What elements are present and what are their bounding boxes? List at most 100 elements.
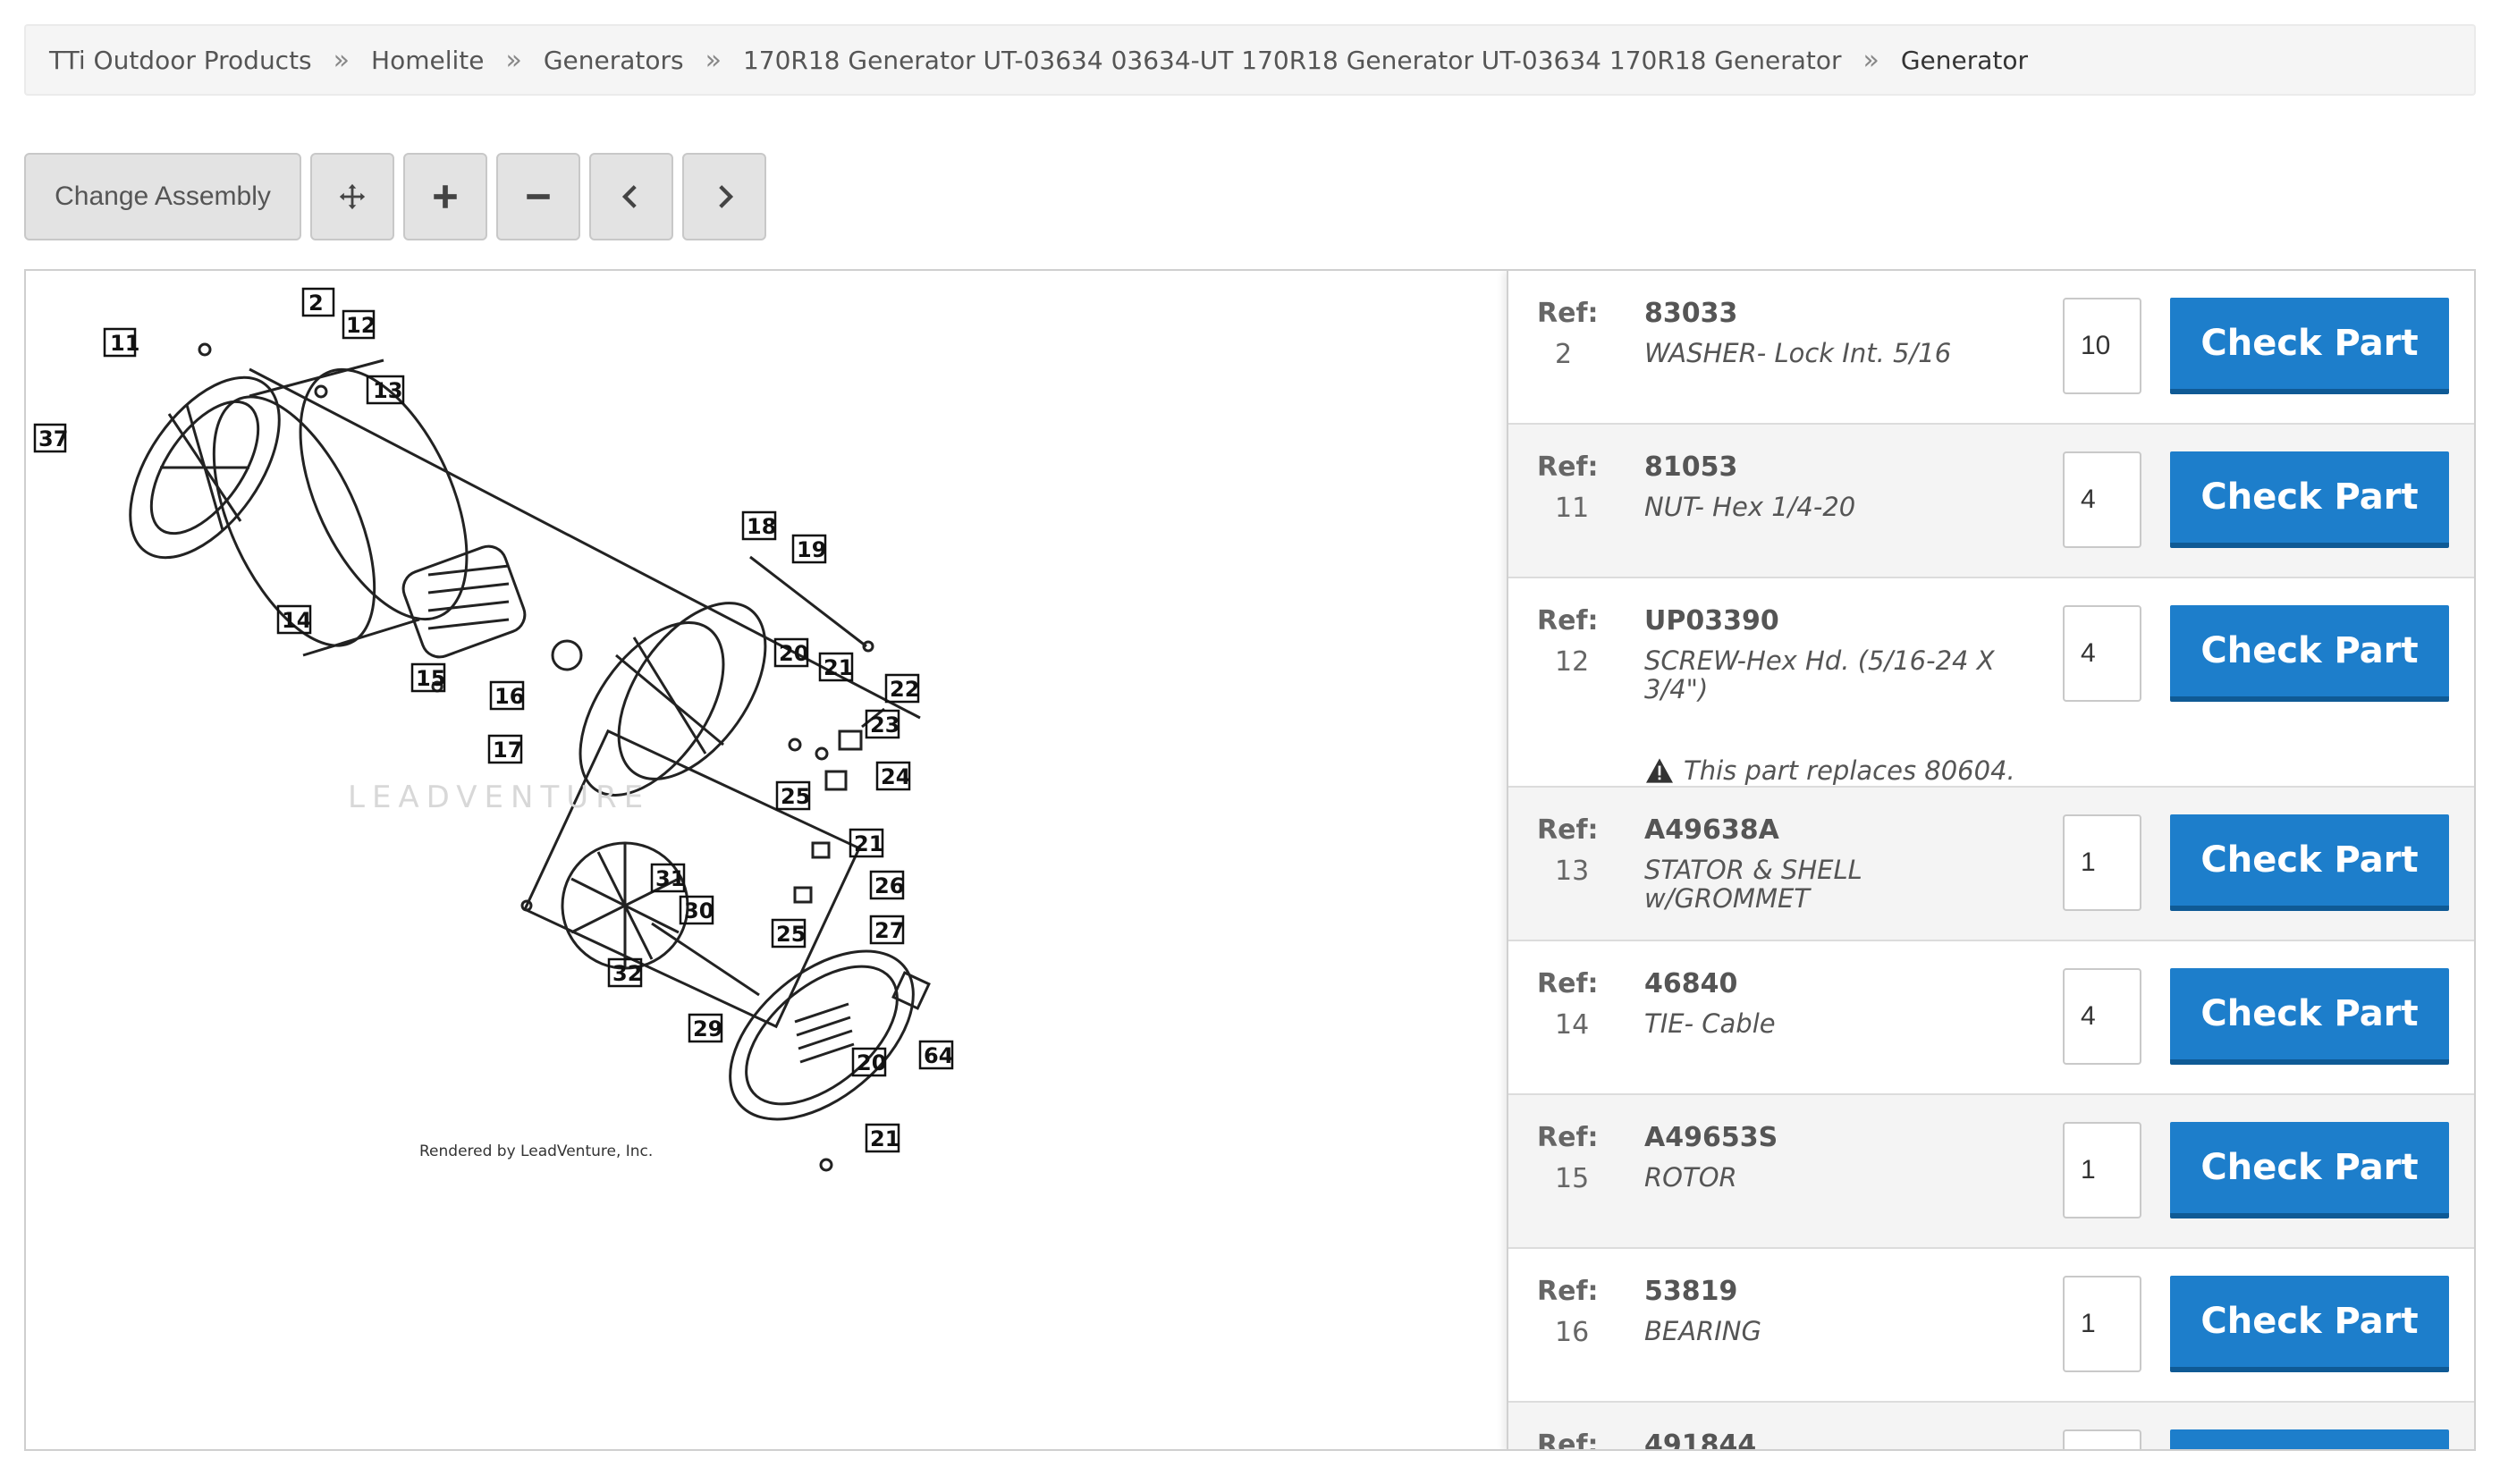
replacement-note-text: This part replaces 80604. xyxy=(1684,755,2015,786)
callout-label[interactable]: 20 xyxy=(857,1050,886,1075)
breadcrumb: TTi Outdoor Products » Homelite » Genera… xyxy=(24,24,2476,96)
callout-label[interactable]: 25 xyxy=(776,922,806,947)
callout-label[interactable]: 20 xyxy=(779,641,808,666)
callout-label[interactable]: 14 xyxy=(282,608,311,633)
part-row: Ref: 13 A49638A STATOR & SHELL w/GROMMET… xyxy=(1508,788,2474,941)
move-icon xyxy=(339,183,366,210)
diagram-credit: Rendered by LeadVenture, Inc. xyxy=(419,1143,653,1160)
exploded-diagram[interactable]: 2 11 12 13 37 14 15 16 17 18 19 20 21 22… xyxy=(26,271,1510,1449)
part-row: Ref: 12 UP03390 SCREW-Hex Hd. (5/16-24 X… xyxy=(1508,578,2474,788)
callout-label[interactable]: 32 xyxy=(612,961,642,986)
ref-label: Ref: xyxy=(1537,605,1599,637)
part-row: Ref: 16 53819 BEARING Check Part xyxy=(1508,1249,2474,1403)
ref-number: 16 xyxy=(1555,1317,1590,1348)
quantity-input[interactable] xyxy=(2063,298,2141,394)
callout-label[interactable]: 21 xyxy=(870,1126,899,1151)
callout-label[interactable]: 21 xyxy=(854,831,883,856)
callout-label[interactable]: 13 xyxy=(373,378,402,403)
chevron-left-icon xyxy=(621,185,637,208)
ref-number: 12 xyxy=(1555,646,1590,678)
ref-number: 14 xyxy=(1555,1009,1590,1041)
check-part-button[interactable]: Check Part xyxy=(2170,968,2449,1065)
part-number: A49638A xyxy=(1644,814,1779,846)
check-part-button[interactable]: Check Part xyxy=(2170,1122,2449,1218)
ref-label: Ref: xyxy=(1537,968,1599,999)
part-description: ROTOR xyxy=(1644,1162,1737,1193)
callout-label[interactable]: 16 xyxy=(494,684,524,709)
callout-label[interactable]: 21 xyxy=(823,655,853,680)
pan-button[interactable] xyxy=(310,153,394,240)
previous-button[interactable] xyxy=(589,153,673,240)
callout-label[interactable]: 17 xyxy=(493,738,522,763)
ref-label: Ref: xyxy=(1537,1276,1599,1307)
zoom-out-button[interactable] xyxy=(496,153,580,240)
breadcrumb-separator-icon: » xyxy=(1862,44,1879,76)
minus-icon xyxy=(527,194,550,199)
check-part-button[interactable]: Check Part xyxy=(2170,1276,2449,1372)
quantity-input[interactable] xyxy=(2063,451,2141,548)
part-number: A49653S xyxy=(1644,1122,1778,1153)
check-part-button[interactable]: Check Part xyxy=(2170,814,2449,911)
check-part-button[interactable]: Check Part xyxy=(2170,451,2449,548)
callout-label[interactable]: 24 xyxy=(881,764,910,789)
breadcrumb-item-model[interactable]: 170R18 Generator UT-03634 03634-UT 170R1… xyxy=(742,45,1842,75)
check-part-button[interactable] xyxy=(2170,1429,2449,1449)
ref-label: Ref: xyxy=(1537,1122,1599,1153)
callout-label[interactable]: 37 xyxy=(38,426,68,451)
check-part-button[interactable]: Check Part xyxy=(2170,298,2449,394)
part-description: BEARING xyxy=(1644,1316,1761,1346)
part-number: 83033 xyxy=(1644,298,1738,329)
quantity-input[interactable] xyxy=(2063,1276,2141,1372)
next-button[interactable] xyxy=(682,153,766,240)
breadcrumb-item-generators[interactable]: Generators xyxy=(543,45,684,75)
quantity-input[interactable] xyxy=(2063,1429,2141,1449)
quantity-input[interactable] xyxy=(2063,1122,2141,1218)
quantity-input[interactable] xyxy=(2063,968,2141,1065)
callout-label[interactable]: 30 xyxy=(684,898,714,923)
quantity-input[interactable] xyxy=(2063,814,2141,911)
chevron-right-icon xyxy=(719,185,734,208)
watermark: LEADVENTURE xyxy=(348,780,650,815)
check-part-button[interactable]: Check Part xyxy=(2170,605,2449,702)
part-row: Ref: 14 46840 TIE- Cable Check Part xyxy=(1508,941,2474,1095)
callout-label[interactable]: 18 xyxy=(747,514,776,539)
part-number: UP03390 xyxy=(1644,605,1779,637)
callout-label[interactable]: 12 xyxy=(346,313,376,338)
callout-label[interactable]: 23 xyxy=(870,712,899,738)
callout-label[interactable]: 15 xyxy=(416,666,445,691)
callout-label[interactable]: 29 xyxy=(693,1016,722,1041)
ref-label: Ref: xyxy=(1537,451,1599,483)
callout-label[interactable]: 25 xyxy=(781,784,810,809)
part-row: Ref: 491844 xyxy=(1508,1403,2474,1451)
part-number: 53819 xyxy=(1644,1276,1738,1307)
callout-label[interactable]: 2 xyxy=(308,291,324,316)
quantity-input[interactable] xyxy=(2063,605,2141,702)
callout-label[interactable]: 22 xyxy=(890,677,919,702)
callout-label[interactable]: 31 xyxy=(655,866,685,891)
ref-label: Ref: xyxy=(1537,814,1599,846)
callout-label[interactable]: 19 xyxy=(797,537,826,562)
breadcrumb-item-homelite[interactable]: Homelite xyxy=(371,45,485,75)
parts-list: Ref: 2 83033 WASHER- Lock Int. 5/16 Chec… xyxy=(1507,271,2474,1451)
part-description: TIE- Cable xyxy=(1644,1008,1776,1039)
ref-label: Ref: xyxy=(1537,298,1599,329)
callout-label[interactable]: 27 xyxy=(874,918,904,943)
replacement-note: This part replaces 80604. xyxy=(1644,755,2015,786)
part-description: SCREW-Hex Hd. (5/16-24 X 3/4") xyxy=(1644,645,1995,704)
breadcrumb-separator-icon: » xyxy=(333,44,351,76)
part-row: Ref: 15 A49653S ROTOR Check Part xyxy=(1508,1095,2474,1249)
breadcrumb-item-tti[interactable]: TTi Outdoor Products xyxy=(49,45,312,75)
zoom-in-button[interactable] xyxy=(403,153,487,240)
callout-label[interactable]: 11 xyxy=(110,331,139,356)
change-assembly-button[interactable]: Change Assembly xyxy=(24,153,301,240)
ref-number: 15 xyxy=(1555,1163,1590,1194)
ref-label: Ref: xyxy=(1537,1429,1599,1451)
breadcrumb-item-current: Generator xyxy=(1900,45,2029,75)
plus-icon xyxy=(434,185,457,208)
ref-number: 2 xyxy=(1555,339,1573,370)
part-description: NUT- Hex 1/4-20 xyxy=(1644,492,1856,522)
callout-label[interactable]: 26 xyxy=(874,873,904,898)
callout-label[interactable]: 64 xyxy=(924,1043,953,1068)
assembly-toolbar: Change Assembly xyxy=(24,153,766,240)
part-description: WASHER- Lock Int. 5/16 xyxy=(1644,338,1952,368)
